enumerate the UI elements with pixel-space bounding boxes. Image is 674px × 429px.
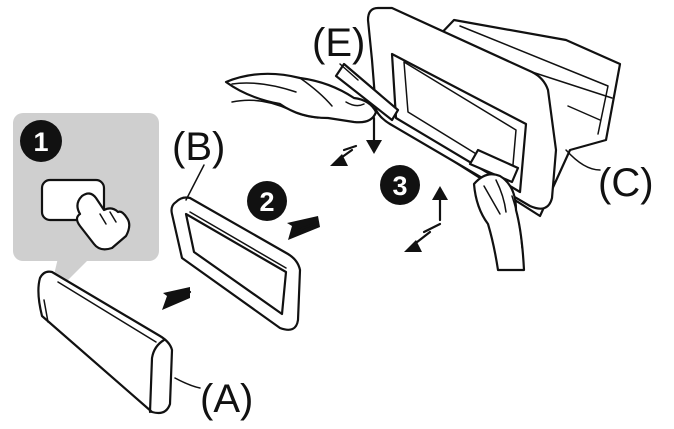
step-3-badge: 3 (380, 165, 420, 205)
label-c: (C) (598, 161, 654, 205)
label-e: (E) (312, 21, 365, 65)
hand-icon (472, 173, 526, 272)
arrow-icon (404, 186, 448, 252)
step-1-badge: 1 (20, 120, 62, 162)
step-3-number: 3 (392, 171, 407, 201)
label-a: (A) (200, 377, 253, 421)
faceplate-a: (A) (37, 270, 253, 421)
release-key-e: (E) (312, 21, 520, 184)
step-1-inset: 1 (13, 113, 159, 300)
hand-icon (224, 72, 378, 124)
step-1-number: 1 (33, 127, 48, 157)
step-2-number: 2 (259, 187, 274, 217)
arrow-icon (330, 116, 382, 166)
press-button-hand-icon (40, 178, 131, 251)
step-2-badge: 2 (247, 181, 287, 221)
label-b: (B) (172, 125, 225, 169)
trim-frame-b: (B) (170, 125, 302, 331)
